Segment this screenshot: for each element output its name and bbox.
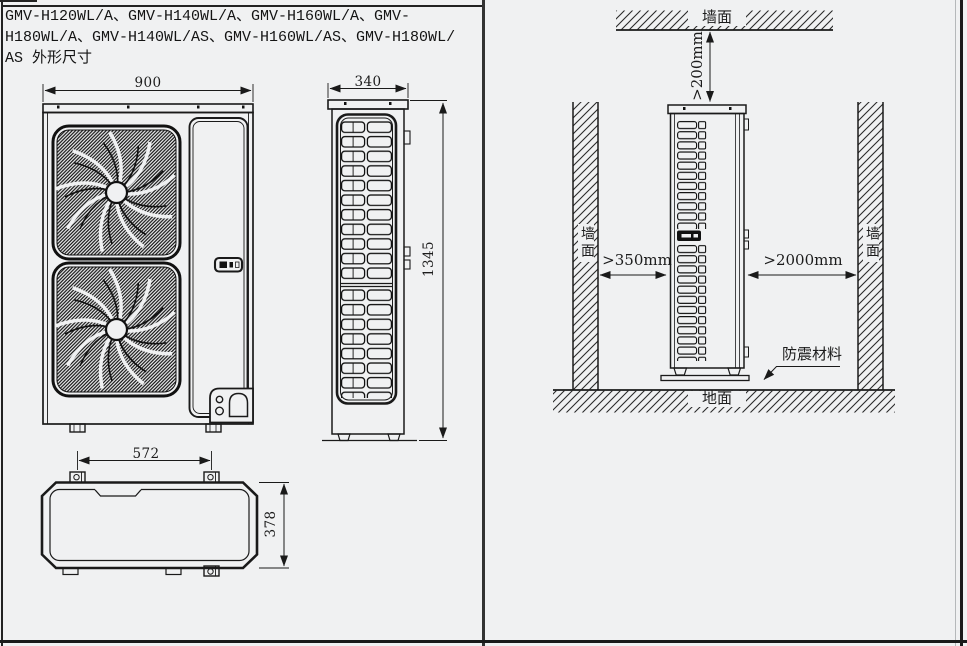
front-width-dimension: 900 <box>134 75 162 91</box>
bottom-border <box>0 640 967 643</box>
pipe-connection-box <box>209 387 254 424</box>
right-clearance-label: >2000mm <box>763 251 843 269</box>
top-left-stub-border <box>0 0 37 2</box>
front-view <box>42 84 254 433</box>
vibration-material-label: 防震材料 <box>770 346 854 363</box>
left-clearance-label: >350mm <box>602 251 672 269</box>
fan-grille-top <box>51 124 182 261</box>
top-pitch-dimension: 572 <box>132 446 160 462</box>
side-height-dimension: 1345 <box>421 241 437 277</box>
installation-clearance-diagram <box>553 10 895 413</box>
top-border <box>1 5 484 7</box>
page-title: GMV-H120WL/A、GMV-H140WL/A、GMV-H160WL/A、G… <box>5 6 481 69</box>
left-wall-label: 墙面 <box>578 224 595 262</box>
title-line: GMV-H120WL/A、GMV-H140WL/A、GMV-H160WL/A、G… <box>5 8 411 25</box>
outline-dimension-drawing <box>40 83 447 577</box>
top-wall-label: 墙面 <box>688 9 746 26</box>
right-border <box>960 0 963 646</box>
outdoor-unit-side <box>660 104 750 382</box>
top-view <box>40 451 289 577</box>
side-view <box>322 83 447 442</box>
mounting-bracket <box>203 565 220 577</box>
top-clearance-label: >200mm <box>688 31 706 101</box>
mounting-bracket <box>69 471 86 484</box>
title-line: AS 外形尺寸 <box>5 50 93 67</box>
center-divider <box>482 0 485 646</box>
handle <box>213 256 244 273</box>
ground-label: 地面 <box>688 390 746 407</box>
mounting-bracket <box>203 471 220 484</box>
fan-grille-bottom <box>51 261 182 398</box>
title-line: H180WL/A、GMV-H140WL/AS、GMV-H160WL/AS、GMV… <box>5 29 456 46</box>
vibration-leader-line <box>763 366 840 380</box>
top-depth-dimension: 378 <box>263 510 279 538</box>
side-depth-dimension: 340 <box>354 74 382 90</box>
left-border <box>1 0 3 646</box>
right-wall-label: 墙面 <box>863 224 880 262</box>
vibration-pad <box>660 374 750 382</box>
handle <box>677 230 701 241</box>
right-inner-border <box>955 0 956 646</box>
